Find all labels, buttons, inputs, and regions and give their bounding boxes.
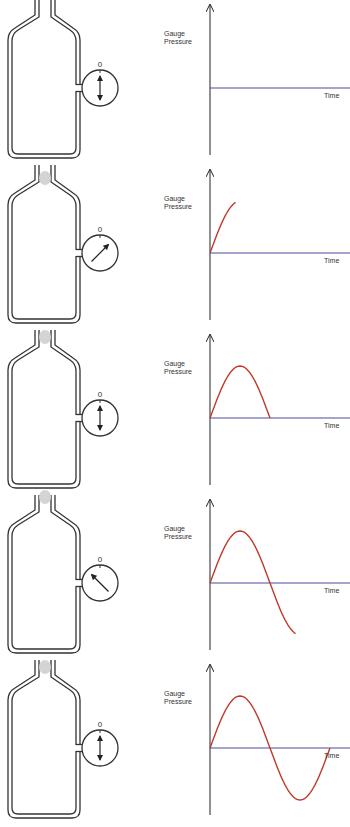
stage-4 <box>8 490 350 653</box>
bottle <box>8 165 118 323</box>
air-slug <box>39 660 51 674</box>
bottle <box>8 0 118 158</box>
gauge-zero: 0 <box>95 390 105 399</box>
axis-label: Gauge Pressure <box>164 360 204 376</box>
axis-label: Time <box>324 587 348 595</box>
pressure-curve <box>210 531 296 634</box>
gauge-needle <box>99 736 100 760</box>
bottle <box>8 660 118 818</box>
axis-label: Time <box>324 422 348 430</box>
gauge-zero: 0 <box>95 60 105 69</box>
graph-axes <box>210 500 350 650</box>
stage-3 <box>8 330 350 488</box>
axis-label: Gauge Pressure <box>164 525 204 541</box>
axis-label: Time <box>324 752 348 760</box>
axis-label: Time <box>324 257 348 265</box>
air-slug <box>39 330 51 344</box>
bottle <box>8 495 118 653</box>
bottle <box>8 330 118 488</box>
pressure-curve <box>210 202 236 253</box>
pressure-curve <box>210 696 330 800</box>
graph-axes <box>210 5 350 155</box>
stage-5 <box>8 660 350 818</box>
gauge-needle <box>99 76 100 100</box>
graph-axes <box>210 665 350 815</box>
pressure-curve <box>210 366 270 418</box>
graph-axes <box>210 335 350 485</box>
graph-axes <box>210 170 350 320</box>
axis-label: Gauge Pressure <box>164 195 204 211</box>
gauge-zero: 0 <box>95 555 105 564</box>
gauge-needle <box>92 245 109 262</box>
stage-1 <box>8 0 350 158</box>
air-slug <box>39 490 51 504</box>
axis-label: Gauge Pressure <box>164 690 204 706</box>
air-slug <box>39 171 51 185</box>
gauge-zero: 0 <box>95 225 105 234</box>
axis-label: Time <box>324 92 348 100</box>
stage-2 <box>8 165 350 323</box>
gauge-zero: 0 <box>95 720 105 729</box>
gauge-needle <box>92 575 109 592</box>
gauge-needle <box>99 406 100 430</box>
axis-label: Gauge Pressure <box>164 30 204 46</box>
